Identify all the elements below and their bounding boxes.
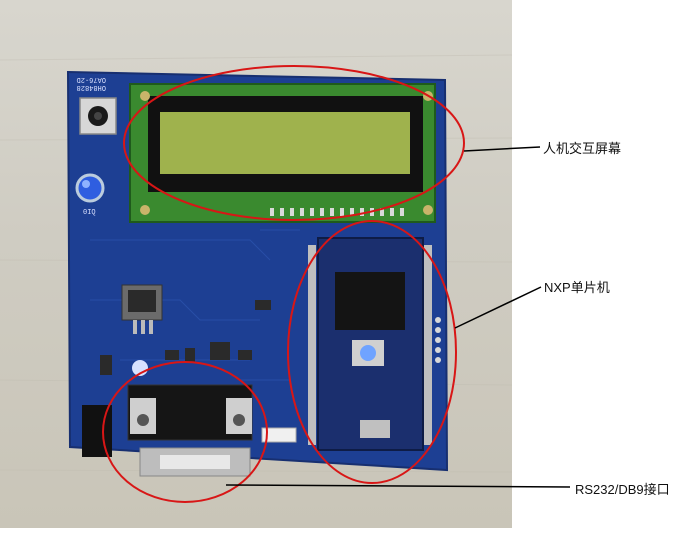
voltage-regulator [121,284,163,334]
dc-jack [82,405,112,457]
pcb-photo: OA76-2D OH84828 0IQ [0,0,513,528]
mcu-annotation-label: NXP单片机 [544,280,610,295]
mcu-pin-headers [308,245,432,445]
lcd-highlight-ring [123,65,465,221]
led-label: 0IQ [83,209,96,217]
pcb-photo-illustration: OA76-2D OH84828 0IQ [0,54,513,503]
board-id-top: OA76-2D [77,75,106,83]
annotation-rings [102,65,465,503]
serial-annotation-label: RS232/DB9接口 [575,482,670,497]
serial-highlight-ring [102,361,268,503]
blue-led: 0IQ [75,173,105,217]
lcd-module [129,83,436,223]
mcu-highlight-ring [287,220,457,484]
small-connector [261,427,297,443]
lcd-header-pins [270,208,404,216]
board-id-bottom: OH84828 [77,83,106,91]
lcd-annotation-label: 人机交互屏幕 [543,141,622,156]
side-header [435,317,441,363]
push-button [79,97,117,135]
db9-connector [127,384,253,477]
mcu-module [308,237,441,451]
